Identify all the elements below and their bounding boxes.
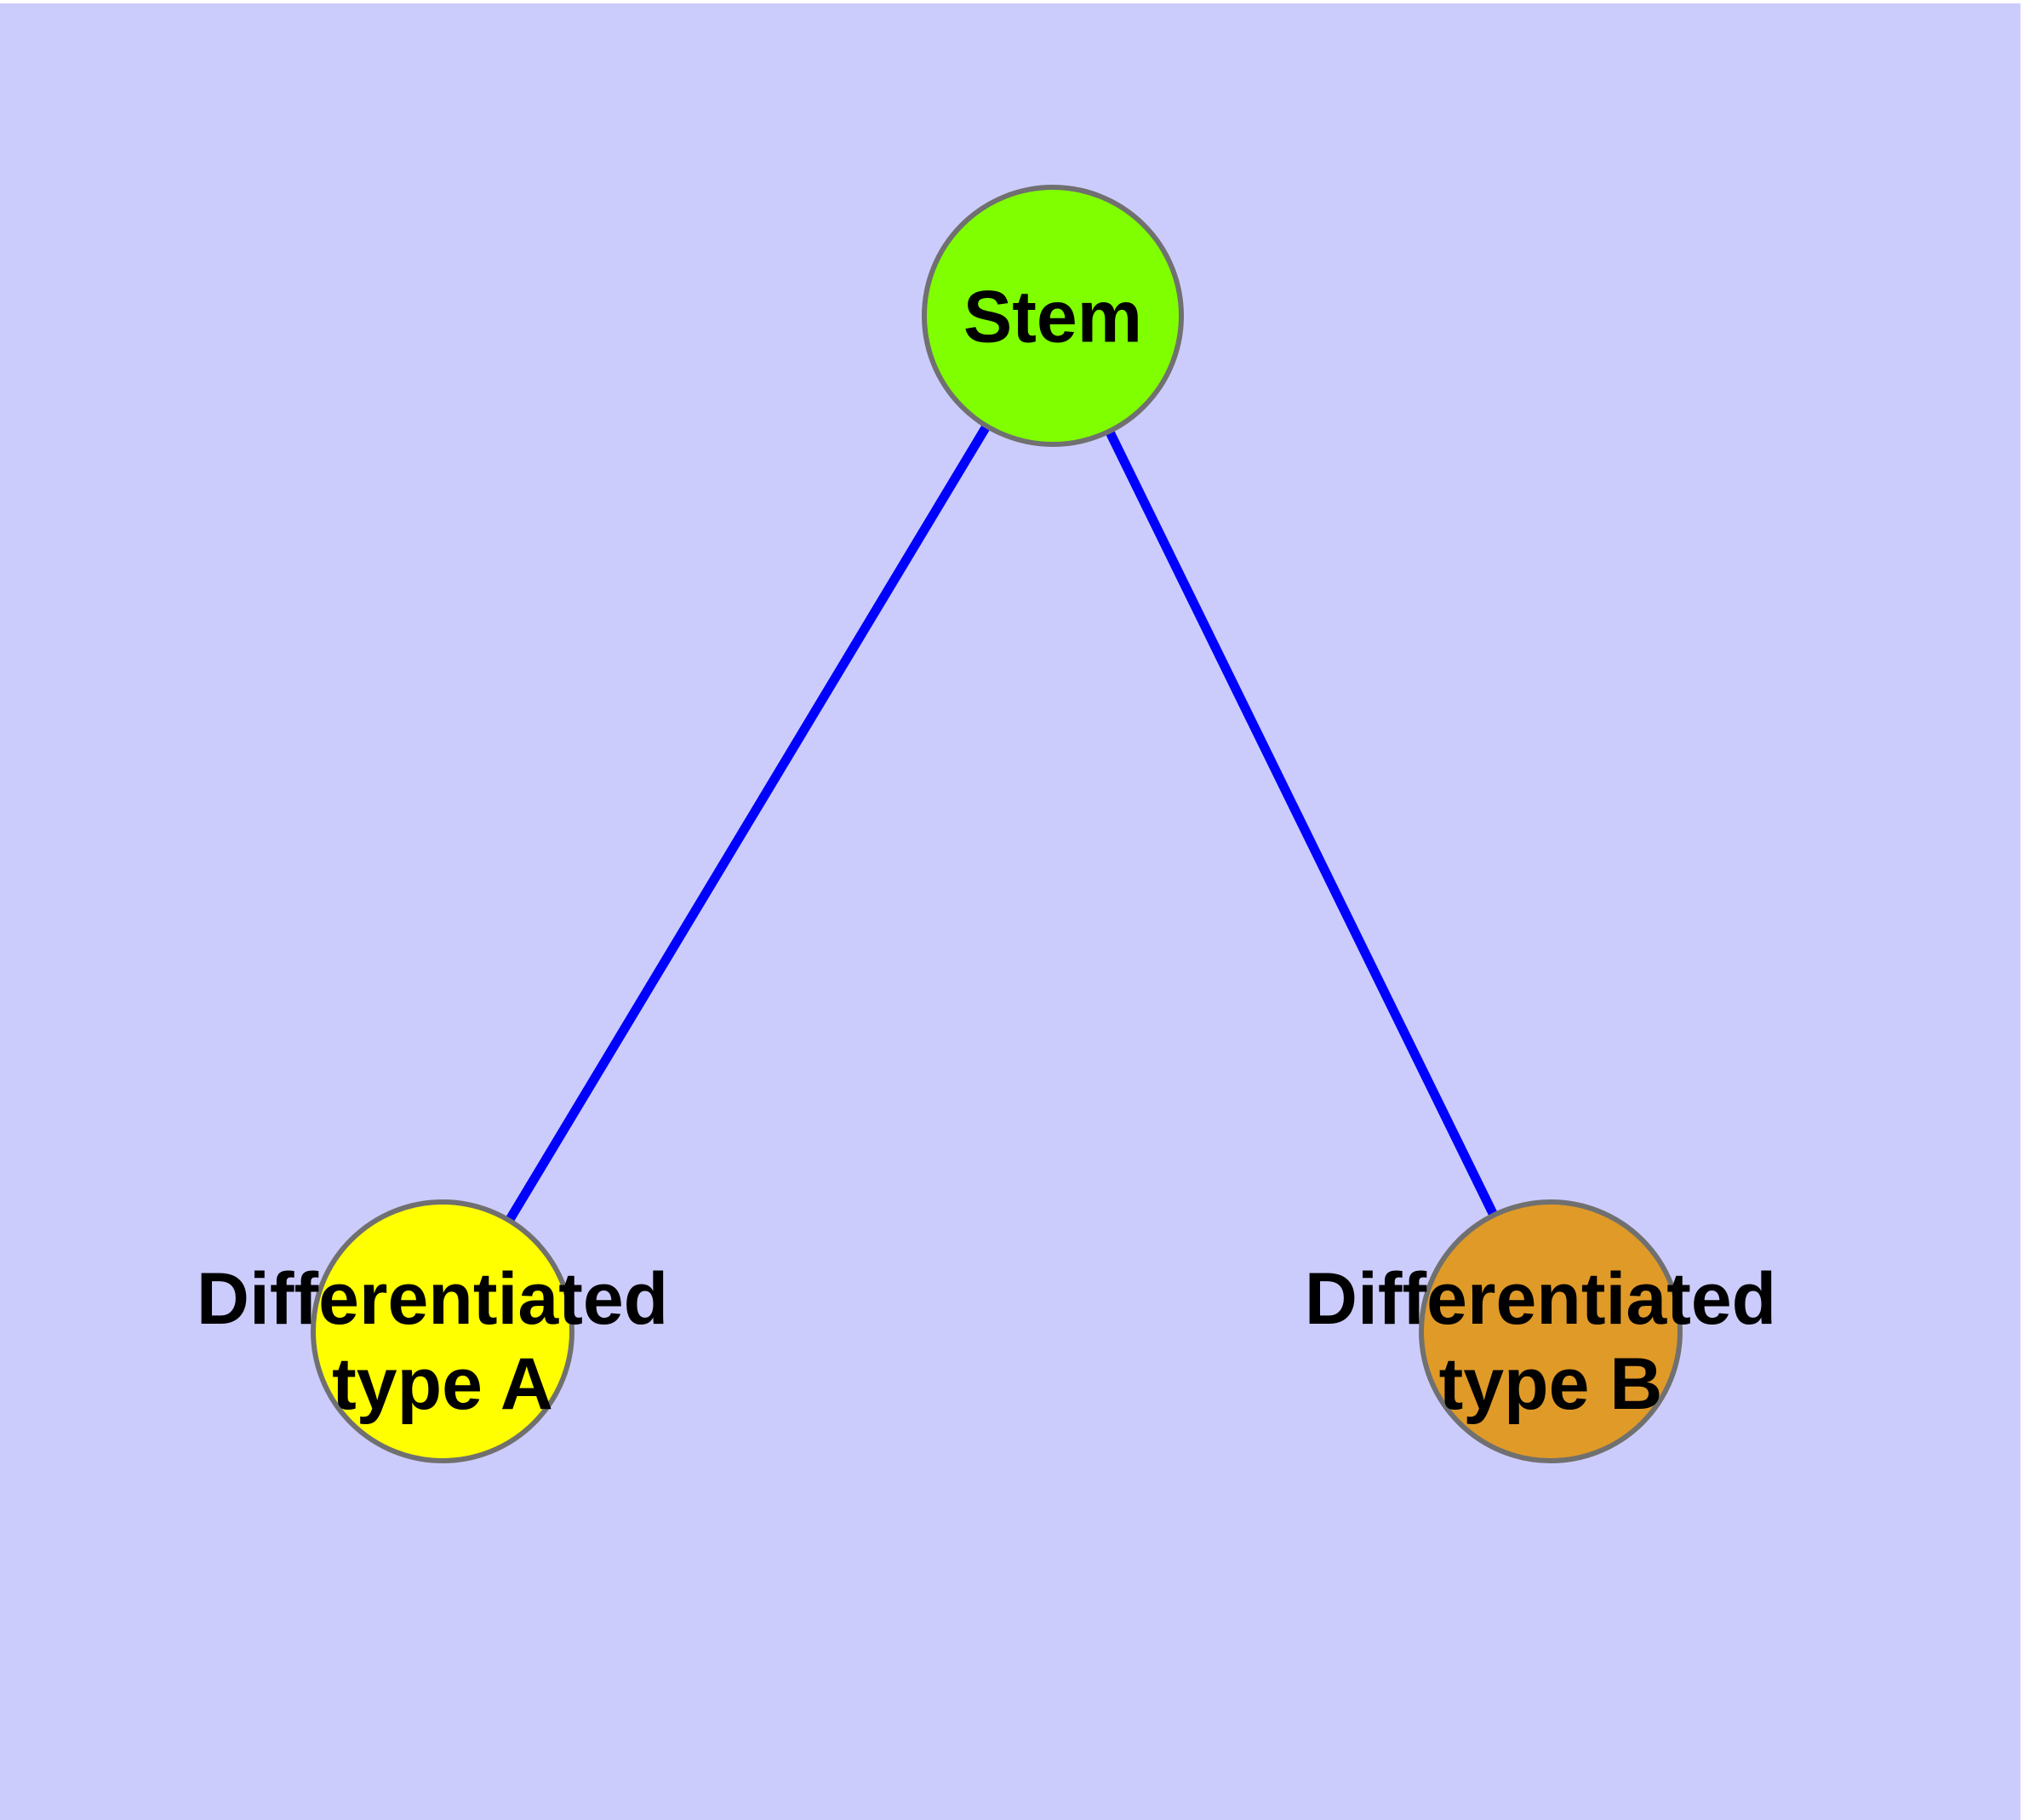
node-differentiated-type-a-label-line-1: Differentiated <box>197 1258 668 1340</box>
node-layer: Stem Differentiated type A Differentiate… <box>197 185 1797 1463</box>
node-differentiated-type-a-label: Differentiated type A <box>197 1258 689 1425</box>
node-differentiated-type-b[interactable]: Differentiated type B <box>1305 1199 1797 1463</box>
node-differentiated-type-a-circle[interactable] <box>311 1199 574 1463</box>
node-differentiated-type-b-label-line-1: Differentiated <box>1305 1258 1776 1340</box>
diagram-plot-area: Stem Differentiated type A Differentiate… <box>0 3 2020 1820</box>
graph-svg: Stem Differentiated type A Differentiate… <box>197 185 1797 1463</box>
node-differentiated-type-a[interactable]: Differentiated type A <box>197 1199 689 1463</box>
edge-layer <box>505 423 1499 1223</box>
node-differentiated-type-a-label-line-2: type A <box>332 1343 553 1425</box>
node-stem-label: Stem <box>963 277 1142 358</box>
node-differentiated-type-b-circle[interactable] <box>1419 1199 1683 1463</box>
node-stem[interactable]: Stem <box>922 185 1184 447</box>
node-differentiated-type-b-label: Differentiated type B <box>1305 1258 1797 1425</box>
edge-stem-to-differentiated-type-a <box>505 423 991 1223</box>
node-differentiated-type-b-label-line-2: type B <box>1439 1343 1663 1425</box>
edge-stem-to-differentiated-type-b <box>1105 429 1499 1217</box>
node-stem-circle[interactable] <box>922 185 1184 447</box>
